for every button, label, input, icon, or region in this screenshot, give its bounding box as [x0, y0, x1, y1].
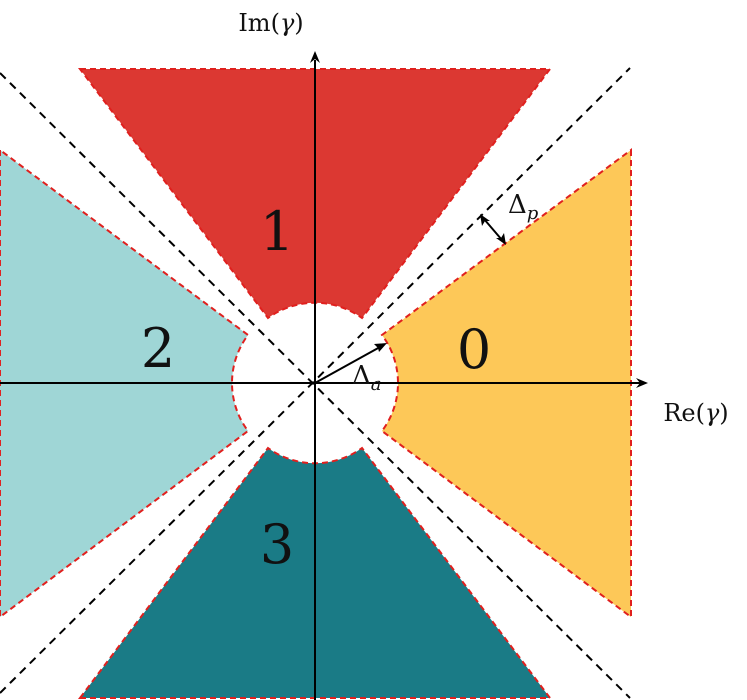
delta-a-arrow	[314, 346, 381, 384]
region-3-label: 3	[260, 513, 294, 576]
region-2-label: 2	[141, 317, 175, 380]
delta-a-label: Δa	[352, 361, 382, 395]
delta-p-arrowhead-end	[496, 233, 506, 245]
y-axis-label: Im(γ)	[238, 9, 303, 37]
delta-p-label: Δp	[508, 190, 539, 224]
delta-p-arrow	[483, 218, 503, 241]
diagonal-line-2	[0, 67, 631, 694]
region-1-label: 1	[260, 200, 294, 263]
y-axis-arrowhead	[310, 51, 320, 63]
x-axis-label: Re(γ)	[663, 399, 728, 427]
region-0-label: 0	[457, 318, 491, 381]
delta-p-arrowhead-start	[480, 214, 490, 226]
diagonal-line-1	[0, 72, 631, 699]
delta-a-arrowhead	[374, 343, 387, 352]
x-axis-arrowhead	[636, 378, 648, 388]
